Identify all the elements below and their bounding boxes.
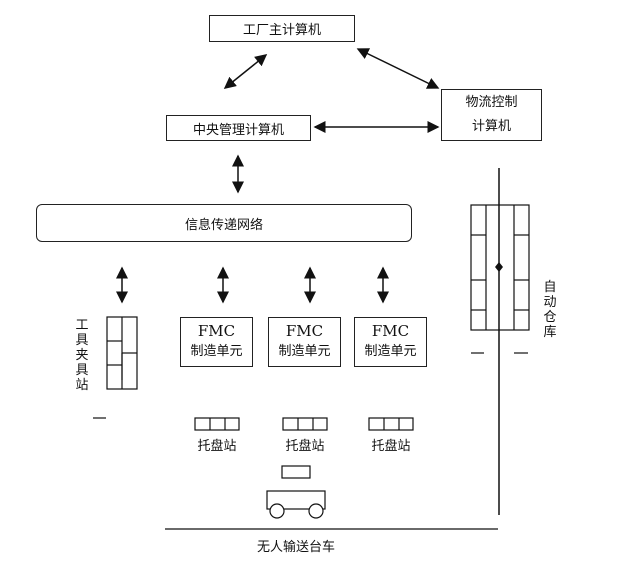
agv-cart	[266, 465, 326, 519]
fmc-unit-1-title: FMC	[197, 322, 236, 340]
factory-host-box: 工厂主计算机	[209, 15, 355, 42]
arrow-host-central	[223, 54, 268, 89]
logistics-control-label-2: 计算机	[471, 119, 511, 134]
tool-station-rack	[106, 316, 138, 390]
fmc-unit-3-subtitle: 制造单元	[364, 344, 417, 359]
fmc-unit-2-subtitle: 制造单元	[278, 344, 331, 359]
warehouse-rack	[470, 204, 530, 331]
factory-host-label: 工厂主计算机	[242, 23, 321, 38]
info-network-bar: 信息传递网络	[36, 204, 412, 242]
pallet-station-1-shape	[194, 417, 240, 431]
tool-station-label: 工具夹具站	[75, 318, 89, 393]
info-network-label: 信息传递网络	[184, 217, 263, 233]
warehouse-diamond	[495, 262, 503, 272]
logistics-control-label-1: 物流控制	[465, 95, 518, 110]
pallet-station-3-shape	[368, 417, 414, 431]
agv-label: 无人输送台车	[256, 540, 335, 555]
pallet-station-3-label: 托盘站	[371, 439, 411, 454]
fmc-unit-2-title: FMC	[285, 322, 324, 340]
fmc-unit-2: FMC 制造单元	[268, 317, 341, 367]
fmc-unit-1-subtitle: 制造单元	[190, 344, 243, 359]
fmc-unit-1: FMC 制造单元	[180, 317, 253, 367]
logistics-control-box: 物流控制 计算机	[441, 89, 542, 141]
central-mgmt-label: 中央管理计算机	[192, 122, 284, 138]
central-mgmt-box: 中央管理计算机	[166, 115, 311, 141]
pallet-station-2-label: 托盘站	[285, 439, 325, 454]
fmc-unit-3: FMC 制造单元	[354, 317, 427, 367]
pallet-station-2-shape	[282, 417, 328, 431]
auto-warehouse-label: 自动仓库	[543, 280, 557, 340]
arrow-host-logistics	[356, 48, 440, 89]
pallet-station-1-label: 托盘站	[197, 439, 237, 454]
fmc-unit-3-title: FMC	[371, 322, 410, 340]
